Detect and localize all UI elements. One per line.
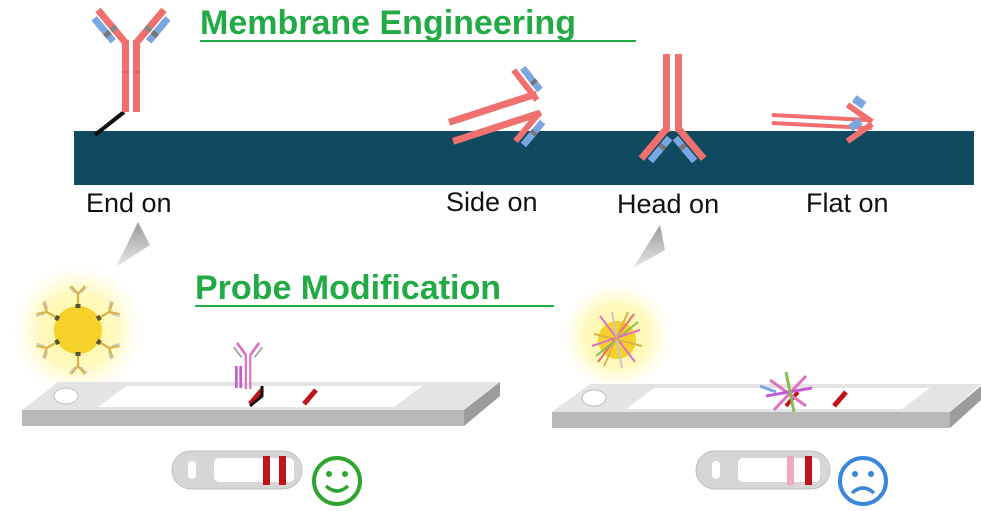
cassette-control-line-right [805,456,812,485]
probe-modification-title: Probe Modification [195,269,501,307]
cassette-faint-test-line [787,456,794,485]
test-cassette-right [695,450,831,490]
callout-cone-right [633,225,665,268]
label-flat-on: Flat on [806,188,889,218]
test-strip-right [552,371,981,428]
membrane-engineering-title: Membrane Engineering [200,4,576,42]
antibody-end-on [88,7,174,137]
antibody-side-on [448,65,546,148]
control-line-right [832,390,848,408]
label-head-on: Head on [617,189,719,219]
label-side-on: Side on [446,187,538,217]
gold-nanoparticle-probe-right [557,276,677,396]
test-strip-left [22,342,500,426]
test-cassette-left [171,450,303,490]
smiley-face-icon [312,456,362,506]
cassette-test-line [263,456,270,485]
sad-face-icon [838,456,888,506]
control-line [302,388,318,406]
linker-line [93,110,126,137]
gold-nanoparticle-probe-left [6,258,150,402]
antibody-head-on [638,54,707,164]
cassette-control-line [279,456,286,485]
label-end-on: End on [86,188,172,218]
antibody-flat-on [771,95,874,144]
test-line [248,388,264,406]
callout-cone-left [116,222,150,267]
